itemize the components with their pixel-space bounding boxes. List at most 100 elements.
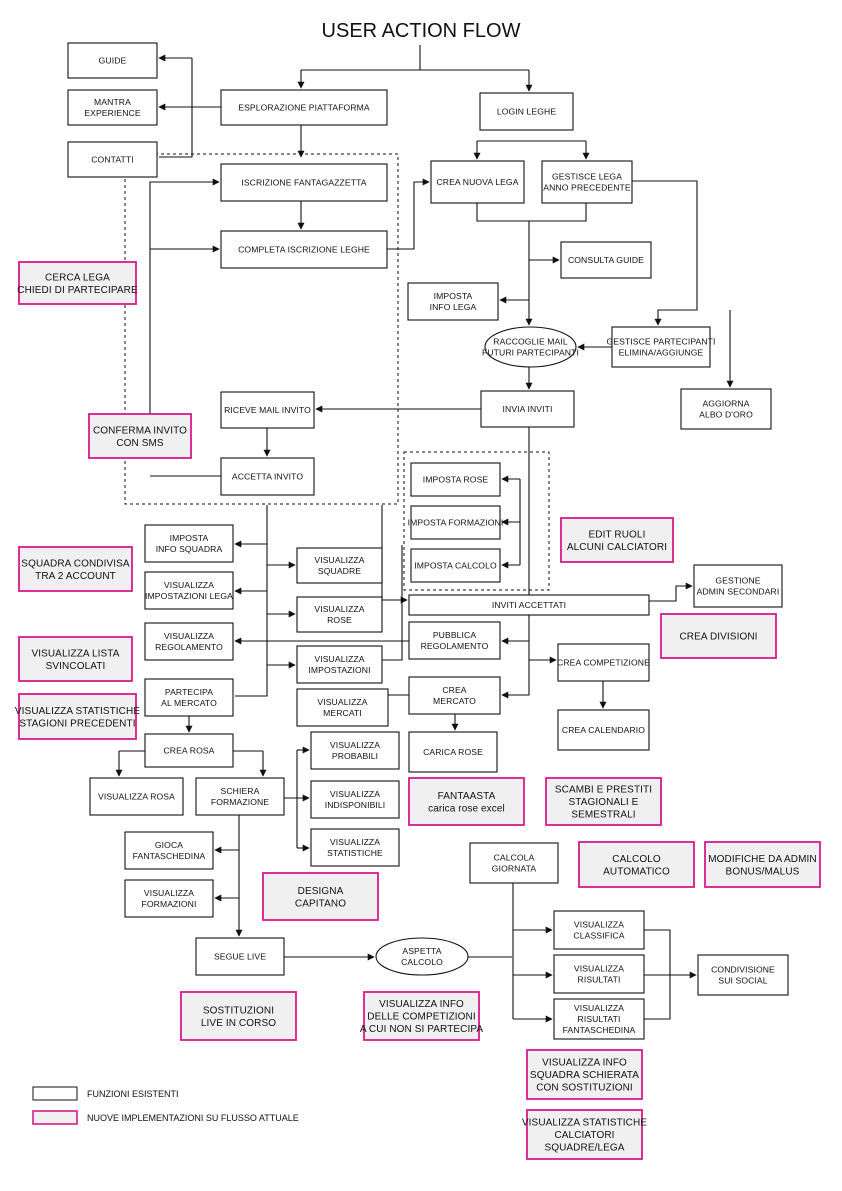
node-guide: GUIDE xyxy=(67,42,158,79)
node-calcolo-automatico-box xyxy=(578,841,695,888)
node-crea-lega-box xyxy=(430,160,525,204)
node-contatti: CONTATTI xyxy=(67,141,158,178)
node-conferma-invito-box xyxy=(88,413,192,459)
node-login: LOGIN LEGHE xyxy=(479,92,574,131)
connector-line xyxy=(501,427,530,699)
node-imposta-formazioni-box xyxy=(410,505,501,540)
node-visualizza-info-competizioni-box xyxy=(363,991,480,1041)
node-imposta-info-lega-label-line: IMPOSTA xyxy=(434,291,473,301)
node-crea-lega-label-line: CREA NUOVA LEGA xyxy=(436,177,518,187)
node-completa-label-line: COMPLETA ISCRIZIONE LEGHE xyxy=(238,245,370,255)
node-riceve-mail: RICEVE MAIL INVITO xyxy=(220,391,315,429)
node-visualizza-indisponibili-label-line: VISUALIZZA xyxy=(330,789,380,799)
node-iscrizione: ISCRIZIONE FANTAGAZZETTA xyxy=(220,163,388,202)
node-gioca-fantaschedina-box xyxy=(124,831,214,870)
node-crea-mercato-box xyxy=(408,676,501,715)
node-visualizza-mercati-label-line: MERCATI xyxy=(323,708,362,718)
node-visualizza-info-squadra-label-line: VISUALIZZA INFO xyxy=(542,1058,627,1069)
node-edit-ruoli-label-line: ALCUNI CALCIATORI xyxy=(567,542,667,553)
dashed-group-frame xyxy=(403,451,550,591)
node-modifiche-admin-box xyxy=(704,841,821,888)
node-scambi-prestiti-box xyxy=(545,777,662,826)
node-crea-divisioni-box xyxy=(660,613,777,659)
node-aggiorna-albo-label-line: AGGIORNA xyxy=(702,399,749,409)
node-visualizza-stat-calciatori: VISUALIZZA STATISTICHECALCIATORISQUADRE/… xyxy=(522,1109,647,1160)
node-scambi-prestiti-label-line: SCAMBI E PRESTITI xyxy=(555,785,652,796)
node-imposta-info-squadra-label-line: INFO SQUADRA xyxy=(156,544,223,554)
node-login-label-line: LOGIN LEGHE xyxy=(497,107,557,117)
legend-new-swatch xyxy=(32,1110,78,1125)
node-visualizza-rosa: VISUALIZZA ROSA xyxy=(89,777,184,816)
node-segue-live: SEGUE LIVE xyxy=(195,937,285,976)
node-visualizza-risultati-fantaschedina-box xyxy=(553,998,645,1040)
node-gestione-admin-label-line: ADMIN SECONDARI xyxy=(697,587,780,597)
node-esplorazione-label-line: ESPLORAZIONE PIATTAFORMA xyxy=(238,103,370,113)
node-squadra-condivisa-box xyxy=(18,546,133,592)
node-crea-competizione: CREA COMPETIZIONE xyxy=(557,643,650,682)
node-visualizza-info-competizioni-label-line: DELLE COMPETIZIONI xyxy=(367,1012,476,1023)
node-contatti-label-line: CONTATTI xyxy=(91,155,134,165)
connector-line xyxy=(387,178,430,250)
node-imposta-info-lega-box xyxy=(407,282,499,321)
node-conferma-invito-label-line: CONFERMA INVITO xyxy=(93,425,187,436)
node-visualizza-impostazioni-box xyxy=(296,645,383,684)
node-partecipa-mercato-box xyxy=(144,678,234,717)
node-visualizza-statistiche-label-line: VISUALIZZA xyxy=(330,837,380,847)
node-sostituzioni-live-label-line: SOSTITUZIONI xyxy=(203,1005,274,1016)
node-imposta-rose-label-line: IMPOSTA ROSE xyxy=(423,475,489,485)
node-visualizza-regolamento-box xyxy=(144,622,234,661)
node-visualizza-risultati-label-line: RISULTATI xyxy=(578,975,621,985)
node-visualizza-mercati-box xyxy=(296,688,389,727)
node-visualizza-classifica-label-line: CLASSIFICA xyxy=(573,931,624,941)
node-visualizza-formazioni-label-line: FORMAZIONI xyxy=(142,899,197,909)
node-calcola-giornata-box xyxy=(469,842,559,884)
node-visualizza-classifica-label-line: VISUALIZZA xyxy=(574,920,624,930)
node-visualizza-info-squadra-label-line: SQUADRA SCHIERATA xyxy=(530,1070,639,1081)
node-guide-box xyxy=(67,42,158,79)
node-visualizza-indisponibili-box xyxy=(310,780,400,819)
node-visualizza-statistiche-label-line: STATISTICHE xyxy=(327,848,383,858)
node-visualizza-probabili-box xyxy=(310,731,400,770)
node-cerca-lega-box xyxy=(18,261,137,305)
node-inviti-accettati-label-line: INVITI ACCETTATI xyxy=(492,600,566,610)
node-visualizza-squadre-label-line: VISUALIZZA xyxy=(314,555,364,565)
node-visualizza-risultati-box xyxy=(553,954,645,994)
node-crea-competizione-box xyxy=(557,643,650,682)
node-crea-rosa-label-line: CREA ROSA xyxy=(163,746,214,756)
node-consulta-guide-box xyxy=(560,241,652,279)
node-consulta-guide-label-line: CONSULTA GUIDE xyxy=(568,255,644,265)
node-gestisce-lega-label-line: GESTISCE LEGA xyxy=(552,172,622,182)
node-designa-capitano-label-line: CAPITANO xyxy=(295,898,346,909)
connector-line xyxy=(149,178,220,457)
node-visualizza-rosa-box xyxy=(89,777,184,816)
node-fantaasta-label-line: FANTAASTA xyxy=(438,791,496,802)
node-visualizza-rose-label-line: ROSE xyxy=(327,615,352,625)
node-inviti-accettati: INVITI ACCETTATI xyxy=(408,594,650,616)
node-sostituzioni-live-label-line: LIVE IN CORSO xyxy=(201,1018,276,1029)
node-condivisione-social-label-line: SUI SOCIAL xyxy=(718,976,767,986)
node-cerca-lega-label-line: CHIEDI DI PARTECIPARE xyxy=(17,285,138,296)
node-visualizza-squadre-label-line: SQUADRE xyxy=(318,566,361,576)
node-gestisce-partecipanti-label-line: ELIMINA/AGGIUNGE xyxy=(619,348,704,358)
node-visualizza-imp-lega-label-line: IMPOSTAZIONI LEGA xyxy=(145,591,233,601)
node-visualizza-regolamento-label-line: REGOLAMENTO xyxy=(155,642,223,652)
node-imposta-calcolo-box xyxy=(410,548,501,583)
node-imposta-rose: IMPOSTA ROSE xyxy=(410,462,501,497)
